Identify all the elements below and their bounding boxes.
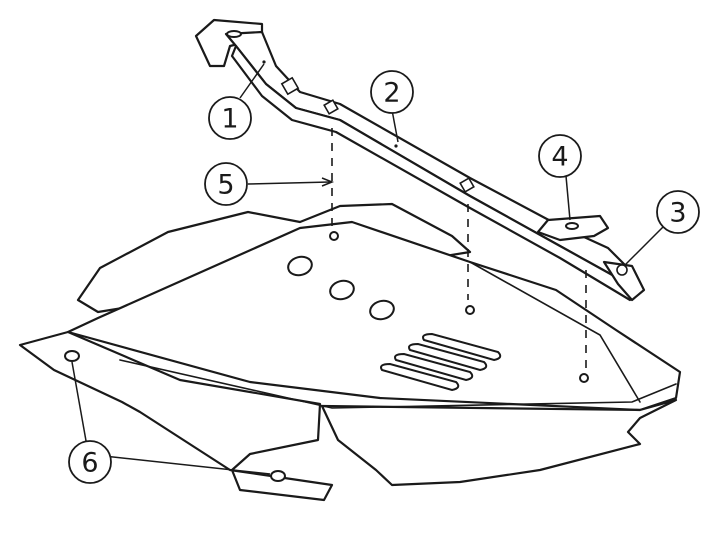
callout-2-label: 2 (383, 78, 400, 109)
skid-plate (18, 202, 682, 502)
leader-3 (623, 225, 665, 267)
mounting-hole (465, 305, 475, 315)
bracket-slot (226, 30, 242, 38)
mounting-hole (579, 373, 589, 383)
weld-nut (459, 177, 475, 193)
callout-5-label: 5 (217, 170, 234, 201)
callout-4: 4 (538, 134, 582, 178)
leader-1 (239, 63, 265, 99)
bracket-slot (565, 222, 579, 230)
skid-plate-left-wing (18, 330, 334, 502)
skid-plate-front-skirt (320, 398, 678, 487)
lightening-hole (329, 279, 355, 301)
vent-slot (380, 362, 460, 392)
callout-1-label: 1 (221, 104, 238, 135)
lightening-hole (369, 299, 395, 321)
leader-4 (565, 175, 571, 221)
callout-3-label: 3 (669, 198, 686, 229)
leader-5 (247, 181, 331, 185)
vent-slot (394, 352, 474, 382)
bracket-right-end (602, 260, 646, 302)
callout-4-label: 4 (551, 142, 568, 173)
arrow-5 (321, 177, 335, 187)
weld-nut (280, 76, 300, 96)
mounting-hole (329, 231, 339, 241)
seam-dot (394, 144, 398, 148)
mounting-hole (270, 470, 286, 482)
leader-6a (71, 361, 89, 453)
callout-6-label: 6 (81, 448, 98, 479)
callout-3: 3 (656, 190, 700, 234)
skid-plate-edge-crease (469, 261, 641, 403)
callout-6: 6 (68, 440, 112, 484)
leader-2 (391, 109, 399, 143)
vent-slot (408, 342, 488, 372)
leader-6b (103, 455, 271, 475)
lightening-hole (287, 255, 313, 277)
callout-2: 2 (370, 70, 414, 114)
vent-slots (380, 332, 502, 392)
vent-slot (422, 332, 502, 362)
seam-dot (262, 60, 266, 64)
callout-1: 1 (208, 96, 252, 140)
leader-lines (71, 63, 665, 475)
callout-5: 5 (204, 162, 248, 206)
bolt-3 (616, 264, 628, 276)
skid-plate-bend-line (119, 359, 677, 409)
mounting-hole (64, 350, 80, 362)
weld-nut (323, 99, 339, 115)
cross-member-bracket (194, 18, 646, 302)
